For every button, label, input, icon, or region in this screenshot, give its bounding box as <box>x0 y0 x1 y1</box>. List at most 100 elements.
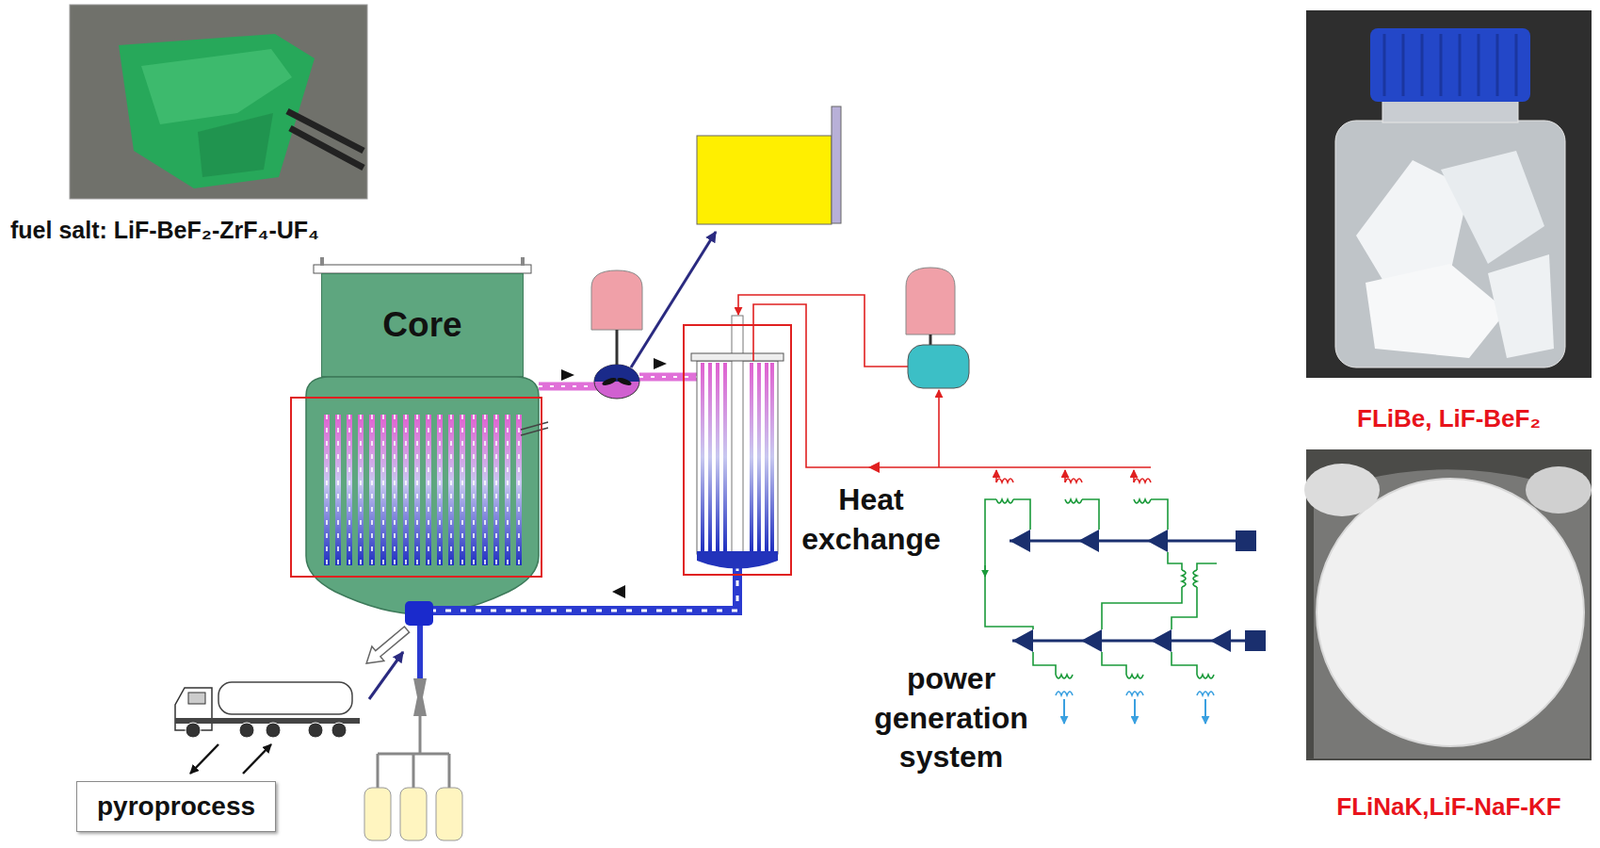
primary-loop <box>436 787 463 841</box>
flibe-photo <box>1370 28 1531 102</box>
primary-loop <box>433 565 738 611</box>
photo-panel: FLiBe, LiF-BeF₂ <box>1306 10 1592 434</box>
power-generation-network <box>1055 674 1214 679</box>
flibe-photo <box>1306 10 1592 378</box>
primary-loop <box>364 106 841 841</box>
reactor-core-vessel <box>290 257 549 615</box>
flibe-photo <box>1306 10 1592 378</box>
flibe-photo <box>1384 33 1517 97</box>
transport-truck <box>175 681 360 738</box>
primary-loop <box>653 357 667 370</box>
secondary-loop <box>996 478 1151 483</box>
fuel-salt-photo <box>287 111 364 168</box>
secondary-loop <box>995 469 998 483</box>
node-label: Core <box>382 304 462 346</box>
primary-loop <box>538 385 603 388</box>
flibe-photo <box>1440 150 1545 264</box>
heat-exchanger <box>691 353 784 361</box>
transport-truck <box>239 722 255 738</box>
photo-panel: FLiNaK,LiF-NaF-KF <box>1306 449 1592 822</box>
power-generation-network <box>1210 629 1231 652</box>
fuel-salt-photo <box>197 113 274 178</box>
primary-loop <box>600 375 617 387</box>
fuel-salt-photo <box>118 33 315 189</box>
secondary-loop <box>907 344 970 388</box>
primary-loop <box>364 787 391 841</box>
power-generation-network <box>1009 539 1236 543</box>
flibe-photo <box>1382 99 1519 123</box>
node-label: pyroprocess <box>96 790 256 823</box>
primary-loop <box>591 270 643 330</box>
primary-loop <box>538 382 603 391</box>
transfer-arrow <box>369 651 404 699</box>
primary-loop <box>639 375 698 378</box>
fuel-salt-photo <box>69 4 368 199</box>
power-generation-network <box>1235 530 1257 551</box>
heat-exchanger <box>683 324 792 575</box>
power-generation-network <box>1078 529 1099 552</box>
reactor-core-vessel <box>306 376 539 615</box>
primary-loop <box>417 625 423 679</box>
core-vessel-head: Core <box>321 273 524 377</box>
power-generation-network <box>1033 651 1197 675</box>
transfer-arrow <box>190 743 219 774</box>
power-generation-network <box>1009 529 1031 552</box>
primary-loop <box>400 787 427 841</box>
primary-loop <box>419 715 422 754</box>
primary-loop <box>630 231 716 368</box>
flinak-photo <box>1304 449 1592 760</box>
primary-loop <box>413 678 427 716</box>
primary-loop <box>615 329 619 366</box>
primary-loop <box>615 375 632 387</box>
annotation-text: power generation system <box>852 659 1051 777</box>
transfer-arrow <box>360 621 414 670</box>
power-generation-network <box>1081 629 1102 652</box>
flinak-photo <box>1316 478 1584 746</box>
transport-truck <box>188 692 206 704</box>
transport-truck <box>218 681 353 714</box>
reactor-core-vessel <box>520 421 549 436</box>
secondary-loop <box>905 267 955 335</box>
reactor-core-vessel <box>520 257 525 266</box>
fuel-salt-photo <box>141 48 292 125</box>
transport-truck <box>265 722 281 738</box>
transfer-arrow <box>360 621 414 670</box>
flibe-photo <box>1365 263 1507 358</box>
power-generation-network <box>1012 639 1245 643</box>
heat-exchanger <box>731 315 744 556</box>
photo-caption: FLiNaK,LiF-NaF-KF <box>1336 791 1561 822</box>
primary-loop <box>377 753 450 790</box>
power-generation-network <box>984 565 986 577</box>
transfer-arrow <box>242 743 272 774</box>
power-generation-network <box>1133 698 1136 724</box>
photo-caption: fuel salt: LiF-BeF₂-ZrF₄-UF₄ <box>10 215 320 244</box>
power-generation-network <box>1204 698 1207 724</box>
annotation-label: Heat exchange <box>791 480 952 559</box>
power-generation-network <box>1181 569 1197 587</box>
transport-truck <box>307 722 324 738</box>
secondary-loop <box>738 294 908 367</box>
transport-truck <box>185 722 201 738</box>
primary-loop <box>696 135 832 225</box>
reactor-core-vessel <box>326 414 519 566</box>
power-generation-network <box>1055 691 1214 695</box>
power-generation-network <box>985 499 1266 724</box>
reactor-core-vessel <box>313 264 532 274</box>
secondary-loop <box>1132 469 1135 483</box>
heat-exchanger <box>696 550 778 569</box>
photo-panel: fuel salt: LiF-BeF₂-ZrF₄-UF₄ <box>10 4 472 244</box>
primary-loop <box>561 369 575 381</box>
power-generation-network <box>1063 698 1066 724</box>
photo-caption: FLiBe, LiF-BeF₂ <box>1357 404 1541 434</box>
secondary-loop <box>868 461 880 473</box>
primary-loop <box>612 584 626 598</box>
secondary-loop <box>929 334 933 345</box>
transfer-arrow <box>190 621 413 774</box>
annotation-text: Heat exchange <box>791 480 952 559</box>
power-generation-network <box>1147 529 1168 552</box>
power-generation-network <box>1150 629 1172 652</box>
flibe-photo <box>1335 120 1566 368</box>
